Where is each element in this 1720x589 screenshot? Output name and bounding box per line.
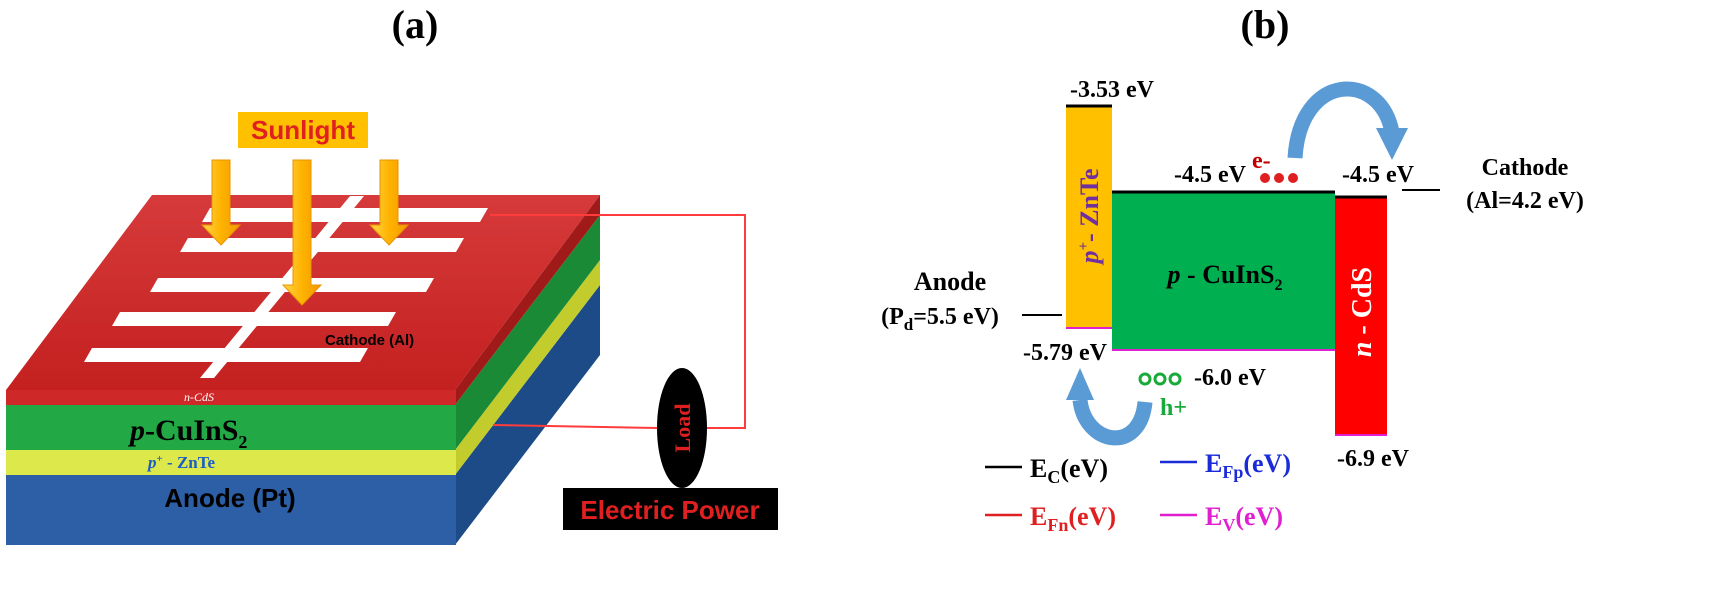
sunlight-box [238, 112, 368, 148]
legend: EC(eV) EFp(eV) EFn(eV) EV(eV) [985, 449, 1291, 535]
legend-label: EC(eV) [1030, 454, 1108, 487]
anode-label: Anode (Pt) [164, 483, 295, 513]
level-cuins-top: -4.5 eV [1174, 162, 1247, 188]
hole-dots [1138, 372, 1182, 386]
hole-arrowhead-icon [1066, 368, 1094, 400]
electric-power-box [563, 488, 778, 530]
hole-label: h+ [1160, 395, 1187, 421]
legend-item-ev: EV(eV) [1160, 502, 1283, 535]
znte-layer [6, 260, 600, 475]
level-cds-top: -4.5 eV [1342, 162, 1415, 188]
electron-label: e- [1252, 148, 1271, 174]
sun-arrow-icon [281, 159, 323, 306]
cds-band-label: n - CdS [1347, 267, 1378, 357]
cuins2-band: p - CuInS2 [1112, 190, 1335, 351]
electron-arrowhead-icon [1376, 128, 1408, 160]
cuins2-band-label: p - CuInS2 [1166, 260, 1283, 294]
cathode-value: (Al=4.2 eV) [1466, 188, 1584, 214]
electron-transfer-arrow [1287, 81, 1400, 159]
legend-item-efp: EFp(eV) [1160, 449, 1291, 482]
load-label: Load [670, 404, 695, 453]
level-znte-top: -3.53 eV [1070, 77, 1155, 103]
panel-a: (a) Cath [6, 2, 778, 545]
electric-power-label: Electric Power [580, 495, 759, 525]
znte-label: p+ - ZnTe [146, 453, 216, 472]
legend-item-efn: EFn(eV) [985, 502, 1116, 535]
circuit-wire [490, 214, 746, 429]
level-cds-bottom: -6.9 eV [1337, 446, 1410, 472]
legend-label: EFn(eV) [1030, 502, 1116, 535]
cuins2-layer [6, 215, 600, 450]
level-znte-bottom: -5.79 eV [1023, 340, 1108, 366]
panel-a-label: (a) [392, 2, 439, 47]
level-cuins-bottom: -6.0 eV [1194, 365, 1267, 391]
sunlight-label: Sunlight [251, 115, 355, 145]
anode-title: Anode [914, 267, 986, 296]
anode-value: (Pd=5.5 eV) [881, 304, 999, 334]
sun-arrows [200, 159, 410, 306]
cathode-label: Cathode (Al) [325, 332, 414, 349]
sun-arrow-icon [368, 159, 410, 246]
pcuins2-label: p-CuInS2 [127, 414, 247, 452]
sun-arrow-icon [200, 159, 242, 246]
znte-band-label: p+- ZnTe [1075, 168, 1104, 265]
hole-transfer-arrow [1072, 398, 1153, 446]
cathode-fingers [84, 196, 488, 378]
legend-label: EFp(eV) [1205, 449, 1291, 482]
anode-layer [6, 285, 600, 545]
cds-band: n - CdS [1335, 195, 1387, 436]
cathode-title: Cathode [1482, 155, 1569, 181]
legend-label: EV(eV) [1205, 502, 1283, 535]
panel-b: (b) p+- ZnTe p - CuInS2 n - CdS -3.53 eV… [881, 2, 1584, 535]
ncds-label: n-CdS [184, 390, 214, 404]
electron-dots [1260, 173, 1298, 183]
load: Load [657, 368, 707, 488]
legend-item-ec: EC(eV) [985, 454, 1108, 487]
znte-band: p+- ZnTe [1066, 104, 1112, 329]
panel-b-label: (b) [1241, 2, 1290, 47]
